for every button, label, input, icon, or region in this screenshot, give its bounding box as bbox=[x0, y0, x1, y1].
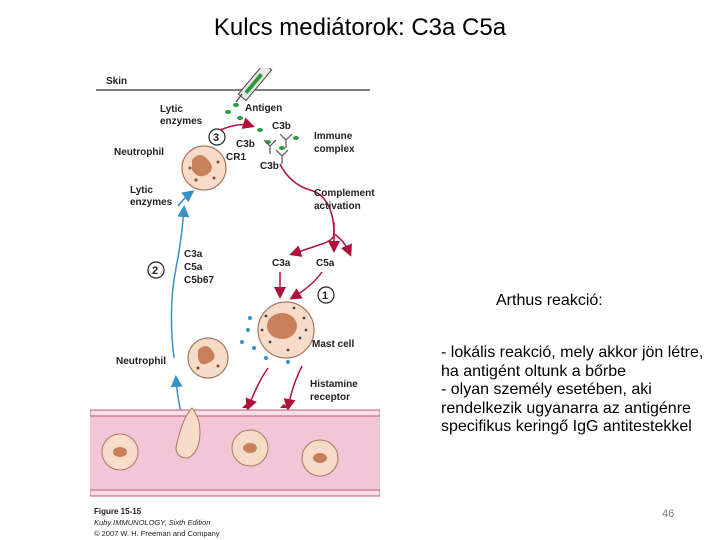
skin-label: Skin bbox=[106, 76, 127, 87]
arthus-title: Arthus reakció: bbox=[496, 292, 603, 310]
blood-vessel bbox=[90, 404, 380, 497]
lytic-enzymes-mid-label-2: enzymes bbox=[130, 197, 173, 208]
syringe-icon bbox=[235, 68, 273, 103]
arrow-histamine-left bbox=[245, 367, 269, 411]
figure-number: Figure 15-15 bbox=[94, 507, 142, 516]
step-1-circle bbox=[317, 286, 335, 304]
c5a-chemo-label: C5a bbox=[184, 262, 203, 273]
immune-complex-label-2: complex bbox=[314, 144, 355, 155]
c3a-chemo-label: C3a bbox=[184, 249, 203, 260]
arrow-lytic-enzymes bbox=[177, 190, 195, 207]
vessel-cells bbox=[101, 407, 339, 477]
c5a-label: C5a bbox=[316, 258, 335, 269]
step-3-number: 3 bbox=[213, 132, 219, 144]
slide-title: Kulcs mediátorok: C3a C5a bbox=[213, 14, 507, 41]
complement-activation-label-2: activation bbox=[314, 201, 361, 212]
immune-complex bbox=[263, 133, 293, 164]
figure-book: Kuby IMMUNOLOGY, Sixth Edition bbox=[94, 518, 210, 527]
figure-copyright: © 2007 W. H. Freeman and Company bbox=[94, 529, 220, 538]
lytic-enzymes-label-1: Lytic bbox=[160, 104, 183, 115]
arthus-reaction-figure: Skin Lytic enzymes Antigen C3b C3b bbox=[90, 68, 380, 538]
arrow-c5a-to-mast bbox=[289, 271, 323, 300]
neutrophil-top-cell bbox=[181, 145, 227, 191]
histamine-receptor-label-2: receptor bbox=[310, 392, 350, 403]
arthus-description: - lokális reakció, mely akkor jön létre,… bbox=[441, 344, 711, 437]
cr1-label: CR1 bbox=[226, 152, 246, 163]
c5b67-chemo-label: C5b67 bbox=[184, 275, 214, 286]
neutrophil-bottom-cell bbox=[187, 337, 229, 379]
arrow-to-c5a bbox=[333, 233, 352, 257]
lytic-enzymes-mid-label-1: Lytic bbox=[130, 185, 153, 196]
histamine-receptor-label-1: Histamine bbox=[310, 379, 358, 390]
step-2-number: 2 bbox=[152, 265, 158, 277]
c3b-top-label: C3b bbox=[272, 121, 291, 132]
arthus-title-text: Arthus reakció bbox=[496, 292, 599, 309]
lytic-enzymes-label-2: enzymes bbox=[160, 116, 203, 127]
arthus-line-1: - lokális reakció, mely akkor jön létre,… bbox=[441, 344, 704, 380]
complement-activation-label-1: Complement bbox=[314, 188, 375, 199]
antigen-label: Antigen bbox=[245, 103, 282, 114]
arrow-to-c3a bbox=[289, 222, 335, 257]
arthus-title-colon: : bbox=[598, 292, 603, 309]
step-1-number: 1 bbox=[322, 290, 328, 302]
arrow-antigen-to-c3b bbox=[219, 117, 255, 131]
mast-cell-label: Mast cell bbox=[312, 339, 354, 350]
mast-cell bbox=[240, 301, 315, 364]
step-3-circle bbox=[208, 128, 226, 146]
arthus-line-2: - olyan személy esetében, aki rendelkezi… bbox=[441, 381, 692, 435]
arrow-complex-to-activation bbox=[279, 163, 340, 253]
c3b-bottom-label: C3b bbox=[260, 161, 279, 172]
neutrophil-bottom-label: Neutrophil bbox=[116, 356, 166, 367]
arrow-neutrophil-migration bbox=[170, 205, 190, 359]
c3b-left-label: C3b bbox=[236, 139, 255, 150]
neutrophil-top-label: Neutrophil bbox=[114, 147, 164, 158]
page-number: 46 bbox=[662, 508, 675, 520]
arrow-histamine-right bbox=[283, 365, 303, 411]
immune-complex-label-1: Immune bbox=[314, 131, 353, 142]
step-2-circle bbox=[147, 261, 165, 279]
c3a-label: C3a bbox=[272, 258, 291, 269]
